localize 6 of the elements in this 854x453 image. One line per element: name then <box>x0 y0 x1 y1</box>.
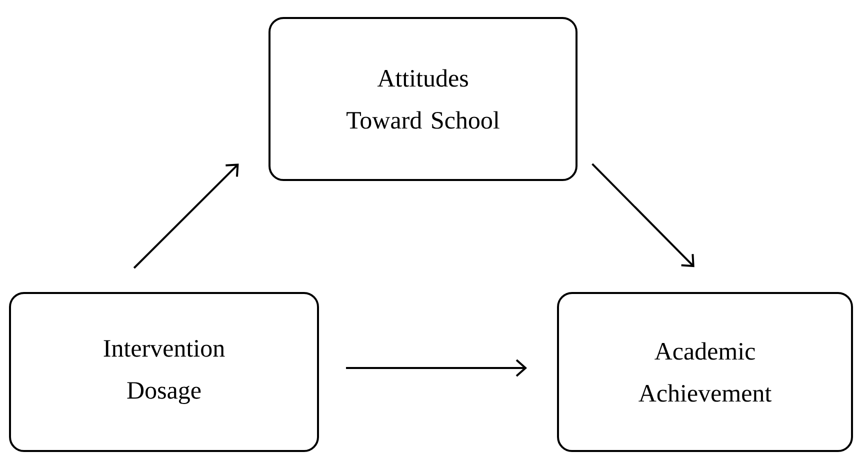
rounded-box: Academic Achievement <box>557 292 853 452</box>
arrow <box>592 163 694 268</box>
rounded-box: Attitudes Toward School <box>268 17 578 181</box>
arrow <box>133 164 239 269</box>
rounded-box: Intervention Dosage <box>9 292 319 452</box>
arrow <box>346 359 527 377</box>
